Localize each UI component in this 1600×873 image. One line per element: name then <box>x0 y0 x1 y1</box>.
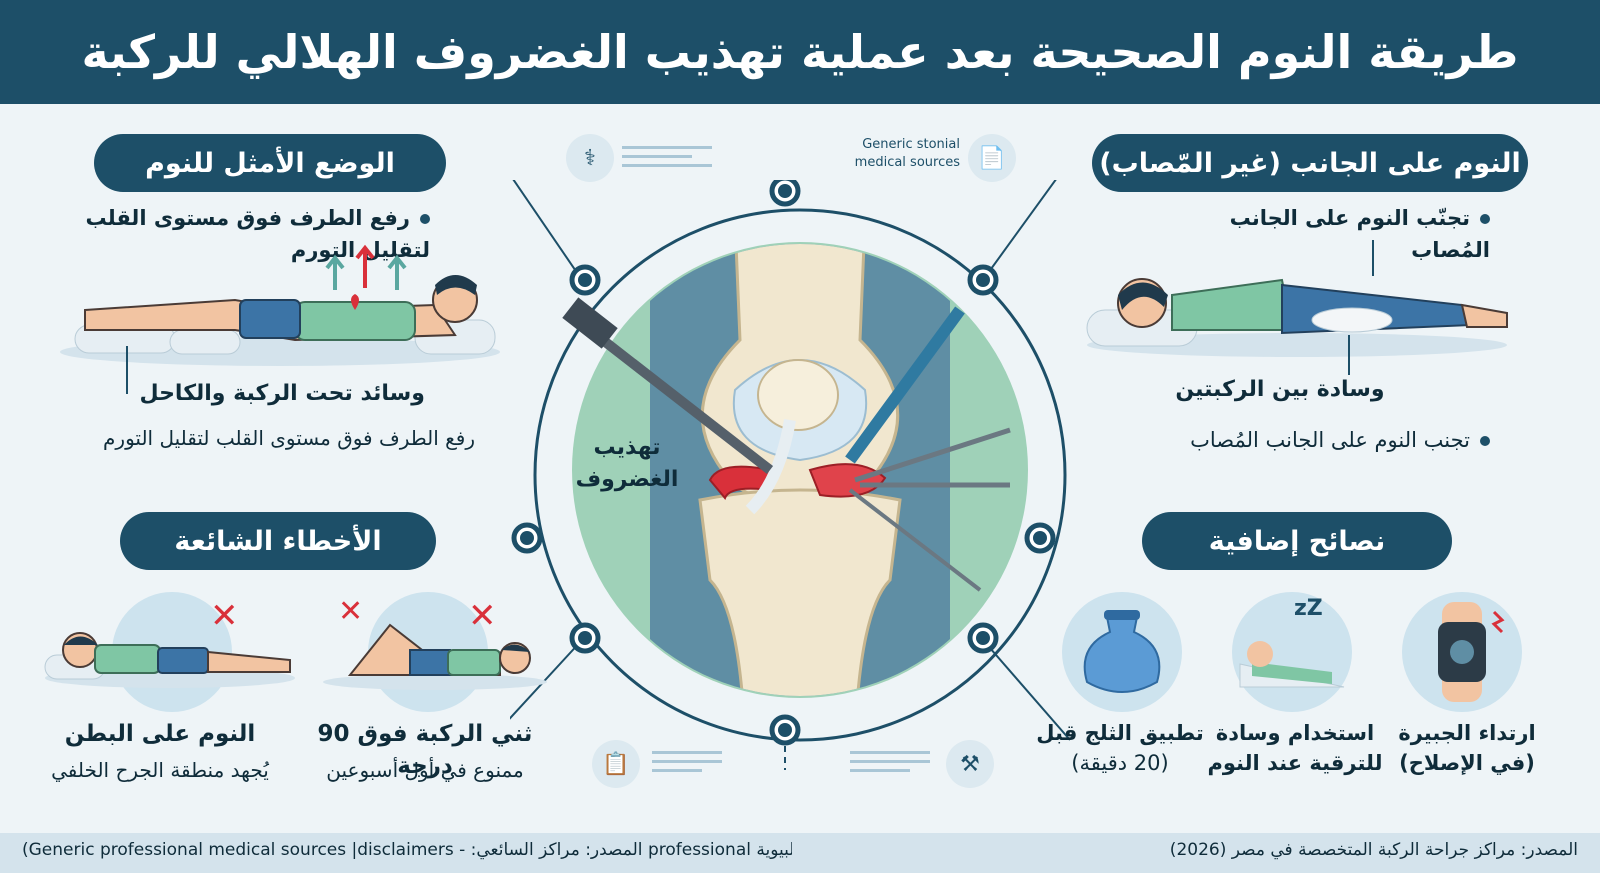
pillow-pointer-line <box>126 346 128 394</box>
mistake2-desc: ممنوع في أول أسبوعين <box>326 758 524 782</box>
knee-pillow-label: وسادة بين الركبتين <box>1175 377 1385 402</box>
wrong-icon-small: ✕ <box>338 594 364 629</box>
bullet-dot <box>1480 436 1490 446</box>
knee-diagram <box>510 180 1071 770</box>
side-sleeper-illustration <box>1086 278 1508 357</box>
tip3-line1: تطبيق الثلج قبل <box>1036 721 1204 745</box>
center-label: تهذيب الغضروف <box>572 432 682 496</box>
stomach-sleeper-illustration <box>44 632 295 688</box>
side-bullet1-text: تجنّب النوم على الجانب المُصاب <box>1229 206 1490 262</box>
text-lines-decoration <box>622 140 712 173</box>
sources-box: Generic stonial medical sources <box>850 136 960 172</box>
page-title: طريقة النوم الصحيحة بعد عملية تهذيب الغض… <box>81 25 1519 79</box>
sources-line2: medical sources <box>854 155 960 170</box>
footer-right-source: المصدر: مراكز جراحة الركبة المتخصصة في م… <box>1169 840 1578 860</box>
mistake1-title: النوم على البطن <box>64 721 256 747</box>
sleep-z-icon: zZ <box>1294 596 1323 621</box>
optimal-bullet-text: رفع الطرف فوق مستوى القلب لتقليل التورم <box>85 206 430 262</box>
tips-heading: نصائح إضافية <box>1142 512 1452 570</box>
clipboard-icon: 📋 <box>592 740 640 788</box>
optimal-bullet: رفع الطرف فوق مستوى القلب لتقليل التورم <box>60 202 430 266</box>
bent-knee-illustration <box>323 623 547 690</box>
optimal-note: رفع الطرف فوق مستوى القلب لتقليل التورم <box>103 426 475 450</box>
tip2-line1: استخدام وسادة <box>1215 721 1375 745</box>
doctor-icon: ⚕ <box>566 134 614 182</box>
bullet-dot <box>1480 214 1490 224</box>
ice-pack-icon <box>1062 592 1182 712</box>
header-bar: طريقة النوم الصحيحة بعد عملية تهذيب الغض… <box>0 0 1600 104</box>
tip1-line2: (في الإصلاح) <box>1399 751 1535 775</box>
sources-line1: Generic stonial <box>862 137 960 152</box>
tip3-line2: (20 دقيقة) <box>1071 751 1169 775</box>
back-sleeper-illustration <box>60 244 500 366</box>
wrong-icon: ✕ <box>210 596 239 636</box>
optimal-heading: الوضع الأمثل للنوم <box>94 134 446 192</box>
tip3-label: تطبيق الثلج قبل (20 دقيقة) <box>1030 718 1210 778</box>
pillows-label: وسائد تحت الركبة والكاحل <box>139 381 425 406</box>
tip1-label: ارتداء الجبيرة (في الإصلاح) <box>1392 718 1542 778</box>
side-bullet1: تجنّب النوم على الجانب المُصاب <box>1150 202 1490 266</box>
mistakes-heading: الأخطاء الشائعة <box>120 512 436 570</box>
text-lines-decoration-bottom-right <box>850 745 930 778</box>
footer-bar <box>0 833 1600 873</box>
bullet-dot <box>420 214 430 224</box>
side-heading: النوم على الجانب (غير المّصاب) <box>1092 134 1528 192</box>
knee-pillow-pointer-line <box>1348 335 1350 375</box>
tip1-line1: ارتداء الجبيرة <box>1398 721 1536 745</box>
mistake1-desc: يُجهد منطقة الجرح الخلفي <box>51 758 269 782</box>
mistake2-title: ثني الركبة فوق 90 درجة <box>317 721 533 779</box>
side-bullet2-text: تجنب النوم على الجانب المُصاب <box>1190 428 1470 452</box>
text-lines-decoration-bottom <box>652 745 722 778</box>
wedge-pillow-icon <box>1232 592 1352 712</box>
wrong-icon: ✕ <box>468 596 497 636</box>
medical-tools-icon: ⚒ <box>946 740 994 788</box>
tip2-line2: للترقية عند النوم <box>1207 751 1383 775</box>
knee-brace-icon <box>1402 592 1522 712</box>
document-icon: 📄 <box>968 134 1016 182</box>
footer-left-source: (Generic professional medical sources |d… <box>22 840 792 860</box>
center-label-line2: الغضروف <box>575 467 679 492</box>
center-label-line1: تهذيب <box>593 435 661 460</box>
side-bullet2: تجنب النوم على الجانب المُصاب <box>1150 424 1490 456</box>
side-pointer-line-top <box>1372 240 1374 276</box>
tip2-label: استخدام وسادة للترقية عند النوم <box>1200 718 1390 778</box>
